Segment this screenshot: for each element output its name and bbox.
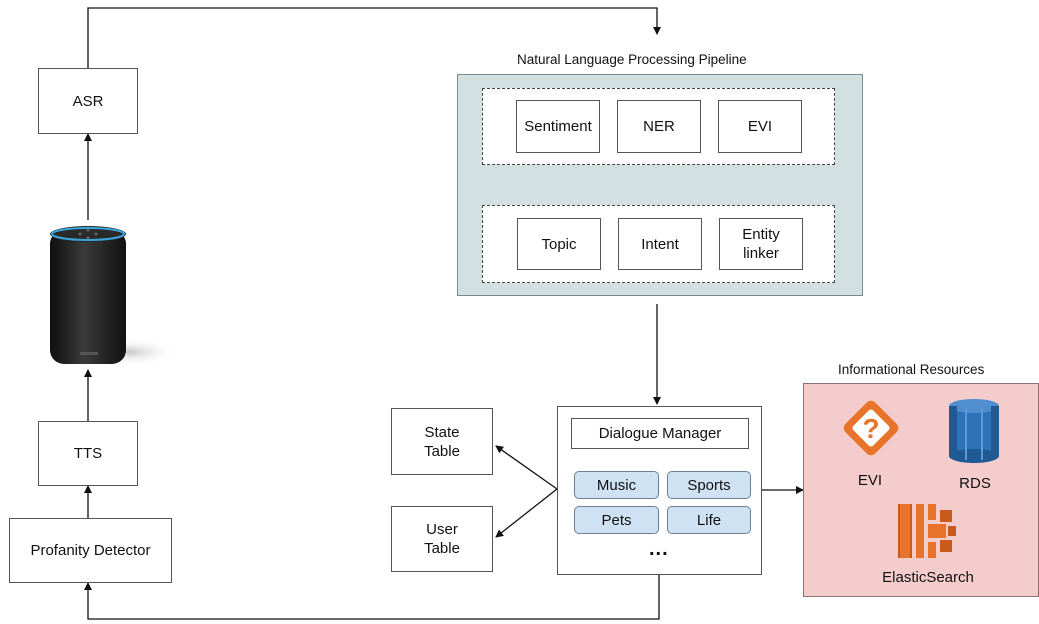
- evi-box: EVI: [718, 100, 802, 153]
- sentiment-box: Sentiment: [516, 100, 600, 153]
- elasticsearch-icon: [894, 500, 960, 562]
- more-modules-ellipsis: ...: [649, 538, 669, 560]
- intent-box: Intent: [618, 218, 702, 270]
- resources-panel: [803, 383, 1039, 597]
- rds-database-icon: [945, 398, 1003, 464]
- arrow-dialogue-user-table: [495, 481, 565, 538]
- module-music: Music: [574, 471, 659, 499]
- tts-box: TTS: [38, 421, 138, 486]
- arrow-dialogue-to-profanity: [84, 575, 660, 620]
- arrow-dialogue-state-table: [495, 445, 566, 497]
- entity-linker-box: Entity linker: [719, 218, 803, 270]
- evi-resource-label: EVI: [857, 472, 883, 489]
- arrow-asr-to-nlp: [87, 7, 661, 68]
- module-sports: Sports: [667, 471, 751, 499]
- rds-resource-label: RDS: [959, 475, 991, 492]
- svg-text:?: ?: [862, 413, 879, 444]
- state-table-box: State Table: [391, 408, 493, 475]
- resources-title: Informational Resources: [838, 362, 985, 377]
- profanity-detector-box: Profanity Detector: [9, 518, 172, 583]
- elasticsearch-resource-label: ElasticSearch: [882, 569, 974, 586]
- ner-box: NER: [617, 100, 701, 153]
- module-pets: Pets: [574, 506, 659, 534]
- topic-box: Topic: [517, 218, 601, 270]
- smart-speaker-icon: [40, 220, 180, 370]
- dialogue-manager-title: Dialogue Manager: [571, 418, 749, 449]
- nlp-pipeline-title: Natural Language Processing Pipeline: [517, 52, 747, 67]
- evi-question-icon: ?: [836, 393, 906, 463]
- module-life: Life: [667, 506, 751, 534]
- user-table-box: User Table: [391, 506, 493, 572]
- asr-box: ASR: [38, 68, 138, 134]
